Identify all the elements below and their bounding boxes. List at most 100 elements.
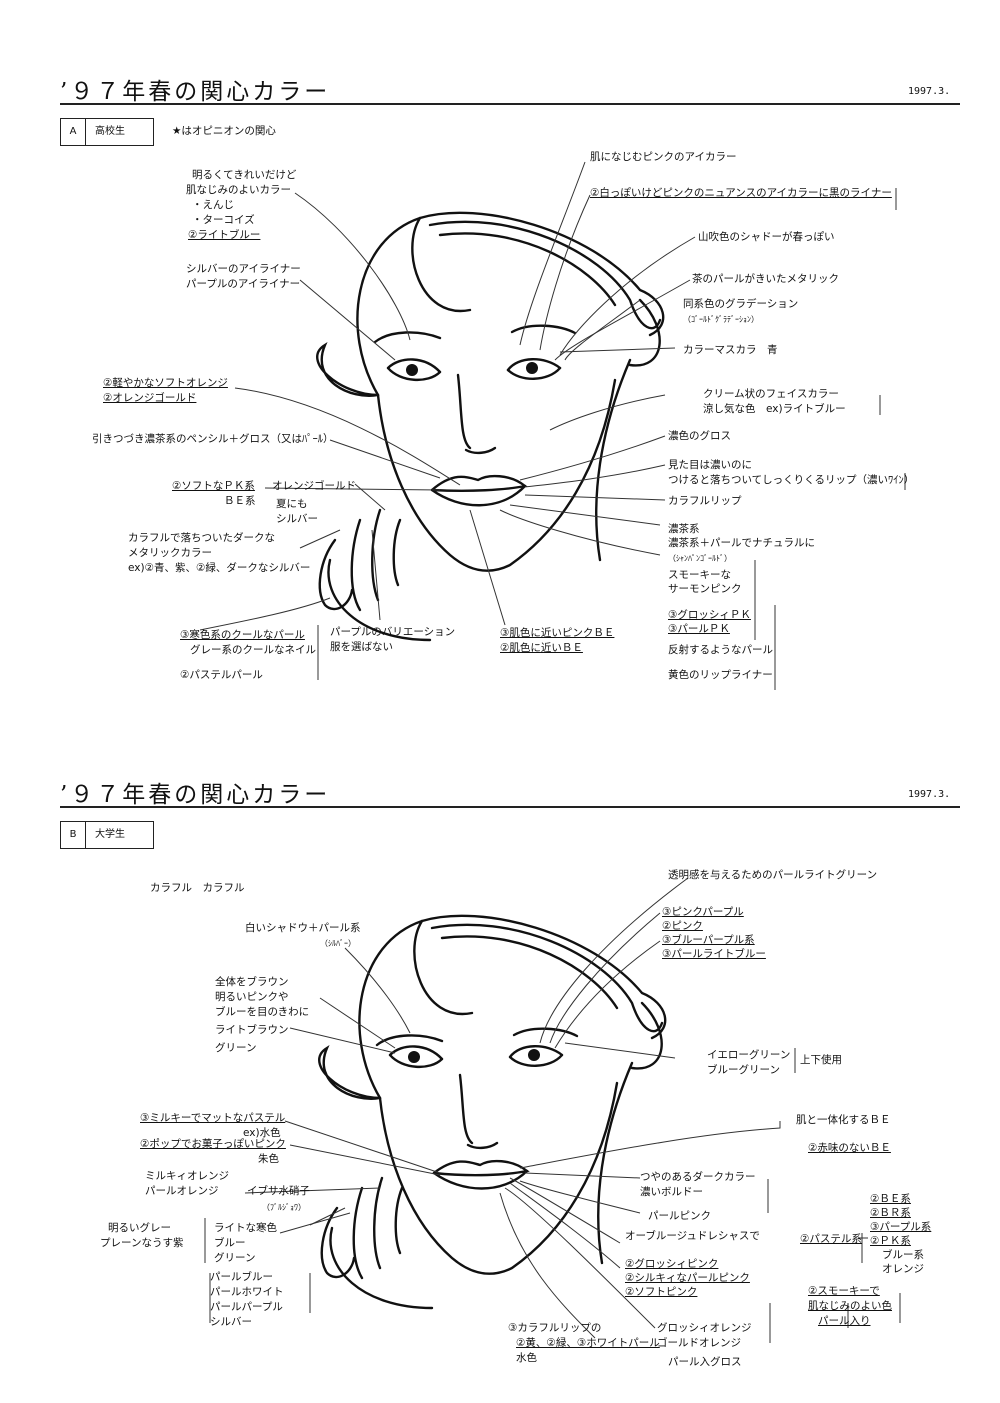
label: グリーン: [214, 1252, 256, 1264]
label: （ｼﾙﾊﾞｰ）: [320, 939, 356, 948]
label: ③寒色系のクールなパール: [180, 629, 305, 641]
label: ・えんじ: [192, 199, 234, 211]
label: 黄色のリップライナー: [668, 669, 773, 681]
label: シルバーのアイライナー: [186, 263, 301, 275]
label: ②シルキィなパールピンク: [625, 1272, 750, 1284]
label: ミルキィオレンジ: [145, 1170, 229, 1182]
section-letter: B: [61, 822, 86, 848]
label: スモーキーな: [668, 569, 731, 581]
label: 白いシャドウ＋パール系: [245, 922, 361, 934]
label: ②ポップでお菓子っぽいピンク: [140, 1138, 286, 1150]
label: 肌と一体化するＢＥ: [796, 1114, 891, 1126]
label: 反射するようなパール: [668, 644, 773, 656]
label: 朱色: [258, 1153, 279, 1165]
section-label: 大学生: [95, 829, 125, 840]
page-bottom: ’９７年春の関心カラー 1997.3. B 大学生: [0, 703, 1000, 1403]
label: ②ＰＫ系: [870, 1235, 911, 1247]
opinion-note: ★はオピニオンの関心: [172, 125, 276, 137]
section-box: A 高校生: [60, 118, 154, 146]
label: ③ブルーパープル系: [662, 934, 755, 946]
label: パール入グロス: [668, 1356, 742, 1368]
label: カラーマスカラ 青: [683, 344, 778, 356]
label: 明るいピンクや: [215, 991, 289, 1003]
label: イエローグリーン: [707, 1049, 791, 1061]
label: サーモンピンク: [668, 583, 742, 595]
label: 濃茶系＋パールでナチュラルに: [668, 537, 815, 549]
label: カラフルリップ: [668, 495, 742, 507]
label: 服を選ばない: [330, 641, 393, 653]
label: ex)水色: [243, 1127, 281, 1139]
label: イブサ水硝子: [247, 1185, 310, 1197]
label: 透明感を与えるためのパールライトグリーン: [668, 869, 878, 881]
label: （ﾌﾞﾙｼﾞｮﾜ）: [262, 1203, 306, 1212]
label: グレー系のクールなネイル: [190, 644, 316, 656]
label: グリーン: [215, 1042, 257, 1054]
label: ③肌色に近いピンクＢＥ: [500, 627, 615, 639]
label: ブルー: [214, 1237, 246, 1249]
section-box: B 大学生: [60, 821, 154, 849]
label: ゴールドオレンジ: [657, 1337, 741, 1349]
label: ②パステルパール: [180, 669, 263, 681]
label: オレンジ: [882, 1263, 924, 1275]
face-illustration-top: [199, 161, 906, 690]
label: 肌なじみのよい色: [808, 1300, 892, 1312]
label: ③パープル系: [870, 1221, 932, 1233]
label: オレンジゴールド: [272, 480, 356, 492]
label: ③ミルキーでマットなパステル: [140, 1112, 286, 1124]
label: カラフルで落ちついたダークな: [128, 532, 275, 544]
label: 同系色のグラデーション: [683, 298, 799, 310]
label: 上下使用: [800, 1054, 842, 1066]
label: プレーンなうす紫: [100, 1237, 184, 1249]
label: 濃いボルドー: [640, 1186, 703, 1198]
label: 肌になじむピンクのアイカラー: [590, 151, 737, 163]
label: 水色: [516, 1352, 537, 1364]
label: つけると落ちついてしっくりくるリップ（濃いﾜｲﾝ）: [668, 474, 915, 486]
label: ③ピンクパープル: [662, 906, 744, 918]
label: 肌なじみのよいカラー: [186, 184, 291, 196]
label: ②黄、②緑、③ホワイトパール: [516, 1337, 660, 1349]
title-rule: [60, 103, 960, 105]
label: ②赤味のないＢＥ: [808, 1142, 891, 1154]
label: クリーム状のフェイスカラー: [703, 388, 839, 400]
label: 見た目は濃いのに: [668, 459, 752, 471]
label: パールオレンジ: [145, 1185, 219, 1197]
label: 茶のパールがきいたメタリック: [692, 273, 839, 285]
label: ②肌色に近いＢＥ: [500, 642, 583, 654]
label: ②白っぽいけどピンクのニュアンスのアイカラーに黒のライナー: [590, 187, 892, 199]
title-rule: [60, 806, 960, 808]
label: ②ＢＲ系: [870, 1207, 911, 1219]
label: ③パールライトブルー: [662, 948, 766, 960]
label: ③パールＰＫ: [668, 623, 730, 635]
label: パール入り: [818, 1315, 871, 1327]
label: 夏にも: [276, 498, 308, 510]
label: パールブルー: [210, 1271, 273, 1283]
label: ②ソフトピンク: [625, 1286, 698, 1298]
label: カラフル カラフル: [150, 882, 245, 894]
label: 明るくてきれいだけど: [192, 169, 297, 181]
label: パープルのバリエーション: [330, 626, 456, 638]
label: ③カラフルリップの: [508, 1322, 602, 1334]
label: ライトな寒色: [214, 1222, 277, 1234]
label: ブルーを目のきわに: [215, 1006, 310, 1018]
label: ＢＥ系: [224, 495, 256, 507]
label: ex)②青、紫、②緑、ダークなシルバー: [128, 562, 311, 574]
label: ②ピンク: [662, 920, 703, 932]
label: ライトブラウン: [215, 1024, 289, 1036]
date-label: 1997.3.: [908, 86, 951, 97]
label: 明るいグレー: [108, 1222, 171, 1234]
label: 濃茶系: [668, 523, 700, 535]
label: 山吹色のシャドーが春っぽい: [698, 231, 835, 243]
label: つやのあるダークカラー: [640, 1171, 756, 1183]
label: メタリックカラー: [128, 547, 212, 559]
label: 全体をブラウン: [215, 976, 289, 988]
label: グロッシィオレンジ: [657, 1322, 752, 1334]
page-title: ’９７年春の関心カラー: [60, 79, 331, 105]
label: ②軽やかなソフトオレンジ: [103, 377, 228, 389]
label: ②ＢＥ系: [870, 1193, 911, 1205]
label: パールパープル: [210, 1301, 283, 1313]
face-illustration-bottom: [204, 877, 901, 1343]
label: 涼し気な色 ex)ライトブルー: [703, 403, 846, 415]
label: シルバー: [276, 513, 318, 525]
label: ②スモーキーで: [808, 1285, 880, 1297]
label: パープルのアイライナー: [186, 278, 301, 290]
